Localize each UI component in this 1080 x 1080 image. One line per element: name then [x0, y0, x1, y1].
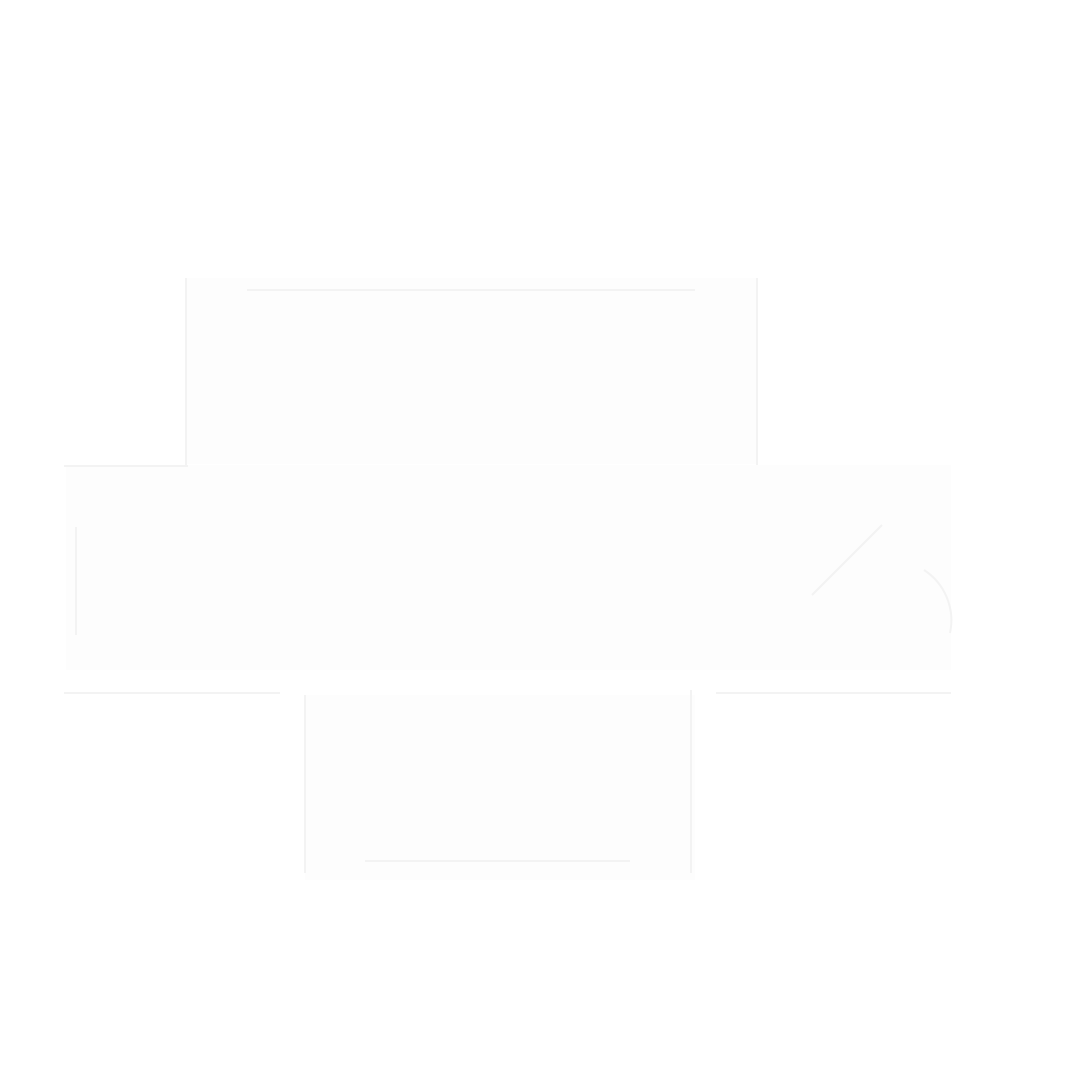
printer-body: [66, 465, 951, 670]
body-corner-curve: [923, 569, 953, 634]
body-corner-diagonal: [811, 524, 883, 596]
paper-sheet-top: [186, 278, 756, 464]
output-paper: [305, 695, 695, 880]
